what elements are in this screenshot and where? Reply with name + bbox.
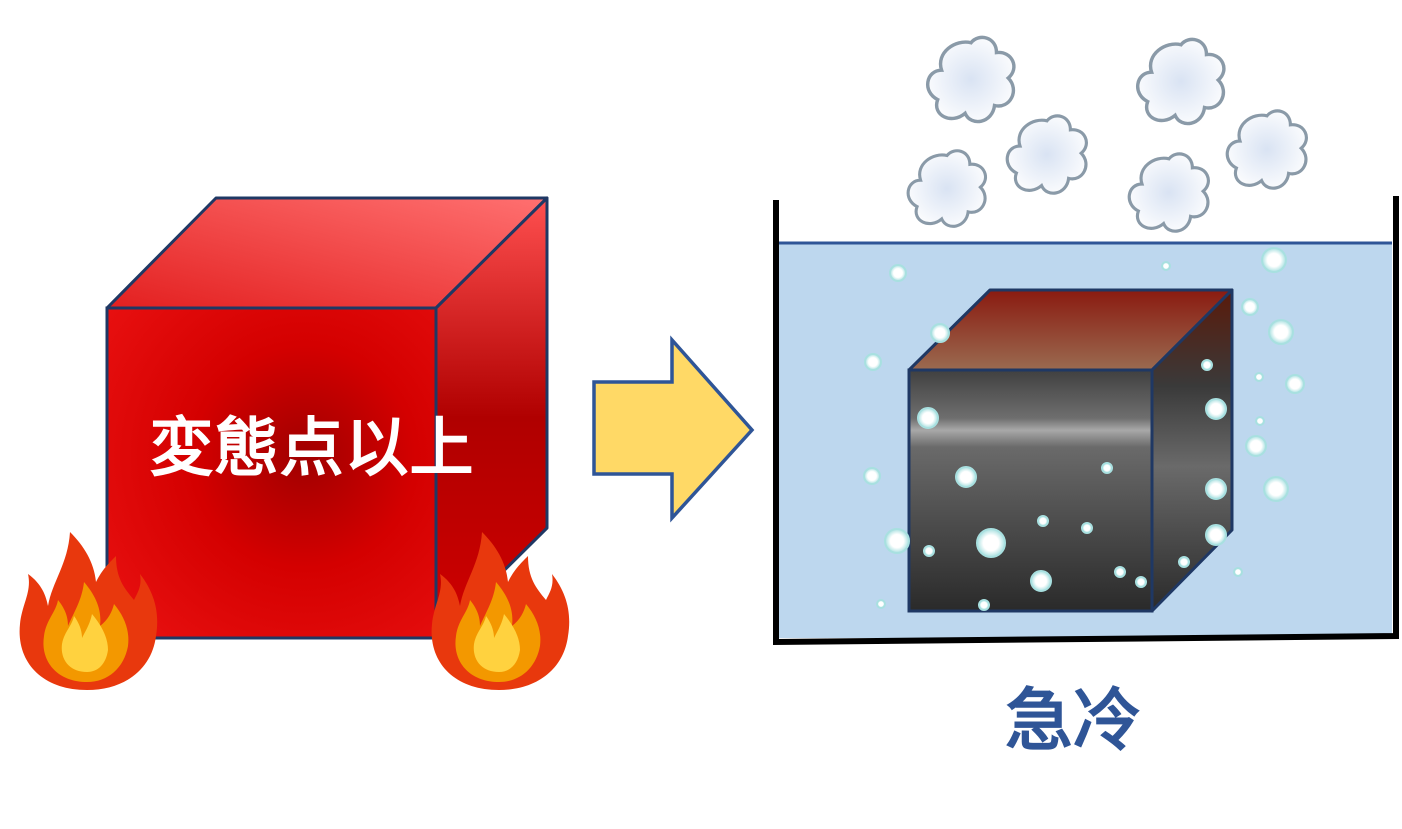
bubble-icon xyxy=(1268,319,1294,345)
bubble-icon xyxy=(1254,372,1264,382)
bubble-icon xyxy=(1201,359,1213,371)
bubble-icon xyxy=(863,467,881,485)
bubble-icon xyxy=(889,264,907,282)
bubble-icon xyxy=(1255,416,1265,426)
bubble-icon xyxy=(1161,261,1171,271)
bubble-icon xyxy=(955,466,977,488)
bubble-icon xyxy=(978,599,990,611)
bubble-icon xyxy=(1205,478,1227,500)
bubble-icon xyxy=(1135,576,1147,588)
bubble-icon xyxy=(1245,435,1267,457)
steam-cloud-icon xyxy=(1225,109,1308,190)
bubble-icon xyxy=(1263,476,1289,502)
bubble-icon xyxy=(1205,398,1227,420)
bubble-icon xyxy=(976,528,1006,558)
bubble-icon xyxy=(1233,567,1243,577)
arrow-right-icon xyxy=(592,335,755,523)
bubble-icon xyxy=(1114,566,1126,578)
quenched-cube-front xyxy=(907,368,1154,613)
bubble-icon xyxy=(1030,570,1052,592)
bubble-icon xyxy=(930,323,950,343)
bubble-icon xyxy=(923,545,935,557)
bubble-icon xyxy=(1205,524,1227,546)
tank-walls xyxy=(773,196,1399,646)
bubble-icon xyxy=(876,599,886,609)
bubble-icon xyxy=(1178,556,1190,568)
bubble-icon xyxy=(1081,522,1093,534)
steam-cloud-icon xyxy=(925,35,1016,124)
steam-cloud-icon xyxy=(906,149,988,228)
bubble-icon xyxy=(1261,247,1287,273)
hot-cube-front xyxy=(105,306,438,640)
bubble-icon xyxy=(1037,515,1049,527)
bubbles xyxy=(863,247,1305,611)
bubble-icon xyxy=(1101,462,1113,474)
bubble-icon xyxy=(884,528,910,554)
hot-cube: 変態点以上 xyxy=(105,196,549,640)
bubble-icon xyxy=(917,407,939,429)
steam-cloud-icon xyxy=(1135,37,1226,126)
steam-cloud-icon xyxy=(1005,114,1088,195)
hot-cube-label: 変態点以上 xyxy=(150,412,475,486)
steam-clouds xyxy=(906,35,1308,233)
bubble-icon xyxy=(1241,298,1259,316)
steam-cloud-icon xyxy=(1127,152,1210,233)
bubble-icon xyxy=(864,353,882,371)
bubble-icon xyxy=(1285,374,1305,394)
quench-label: 急冷 xyxy=(1005,682,1141,761)
